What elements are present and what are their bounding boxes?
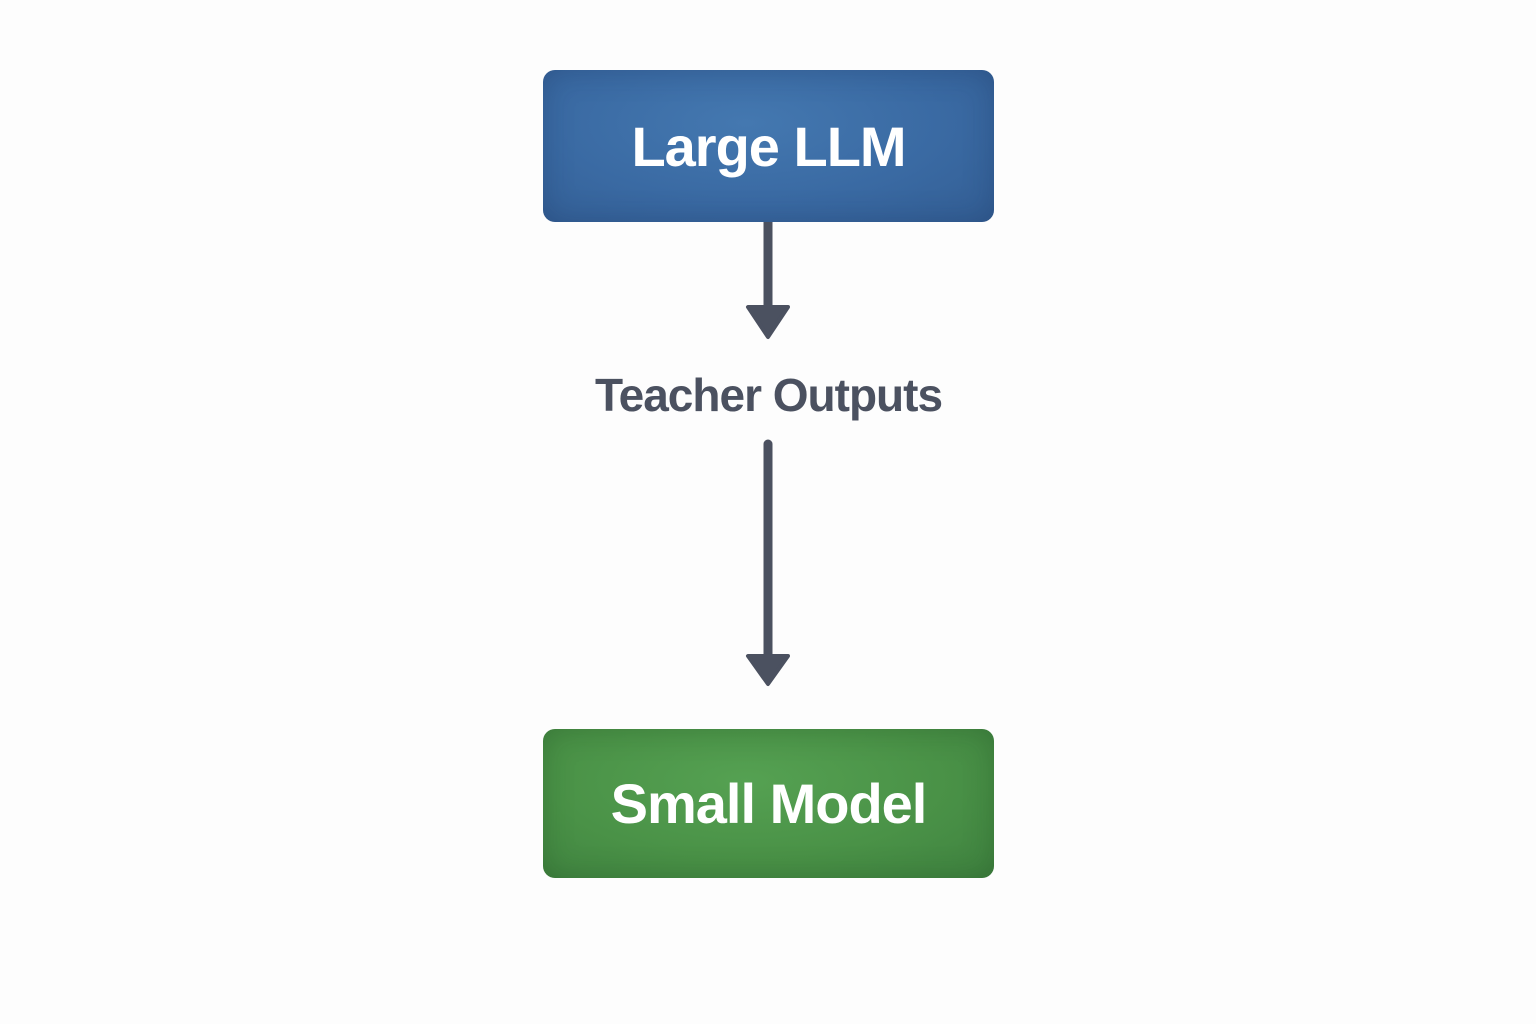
node-small-model-label: Small Model — [610, 772, 928, 835]
teacher-outputs-text: Teacher Outputs — [594, 369, 943, 421]
teacher-outputs-label: Teacher Outputs — [543, 360, 994, 430]
arrow-teacher-to-small — [746, 439, 790, 686]
arrow-large-to-teacher — [746, 217, 790, 339]
node-large-llm: Large LLM — [543, 70, 994, 222]
node-small-model: Small Model — [543, 729, 994, 878]
node-large-llm-label: Large LLM — [631, 114, 906, 178]
